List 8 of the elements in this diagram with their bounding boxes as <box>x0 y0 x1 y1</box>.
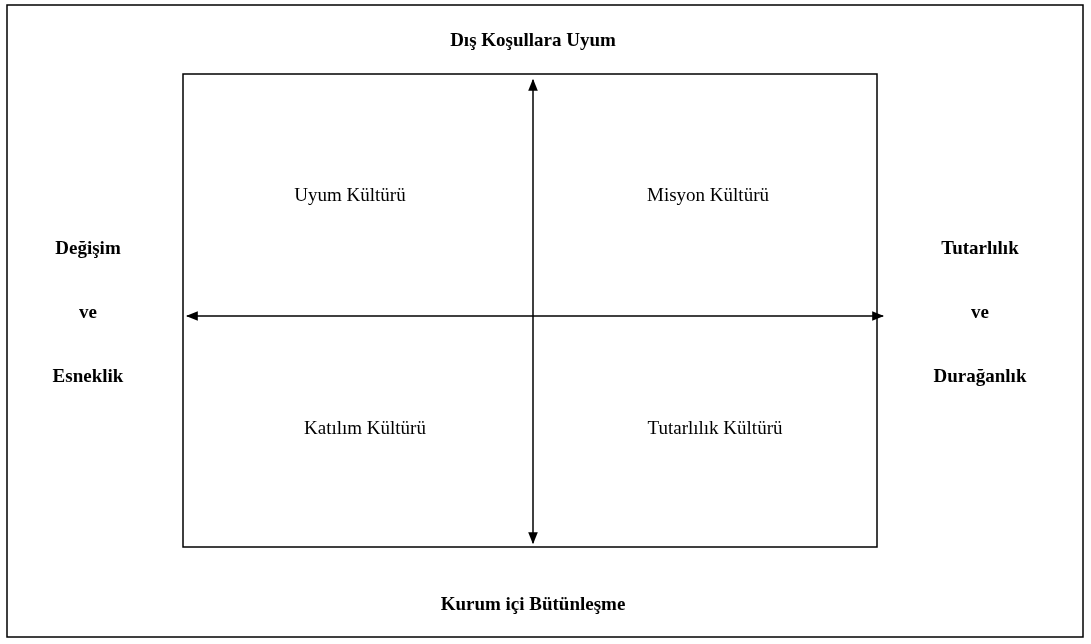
axis-label: Dış Koşullara Uyum <box>450 29 616 51</box>
axis-label: Kurum içi Bütünleşme <box>440 593 626 615</box>
quadrant-label: Tutarlılık Kültürü <box>647 417 783 439</box>
quadrant-label: Misyon Kültürü <box>647 184 769 206</box>
quadrant-label: Katılım Kültürü <box>304 417 426 439</box>
axis-label: Değişim ve Esneklik <box>51 236 125 388</box>
quadrant-label: Uyum Kültürü <box>294 184 406 206</box>
axis-label: Tutarlılık ve Durağanlık <box>932 236 1028 388</box>
